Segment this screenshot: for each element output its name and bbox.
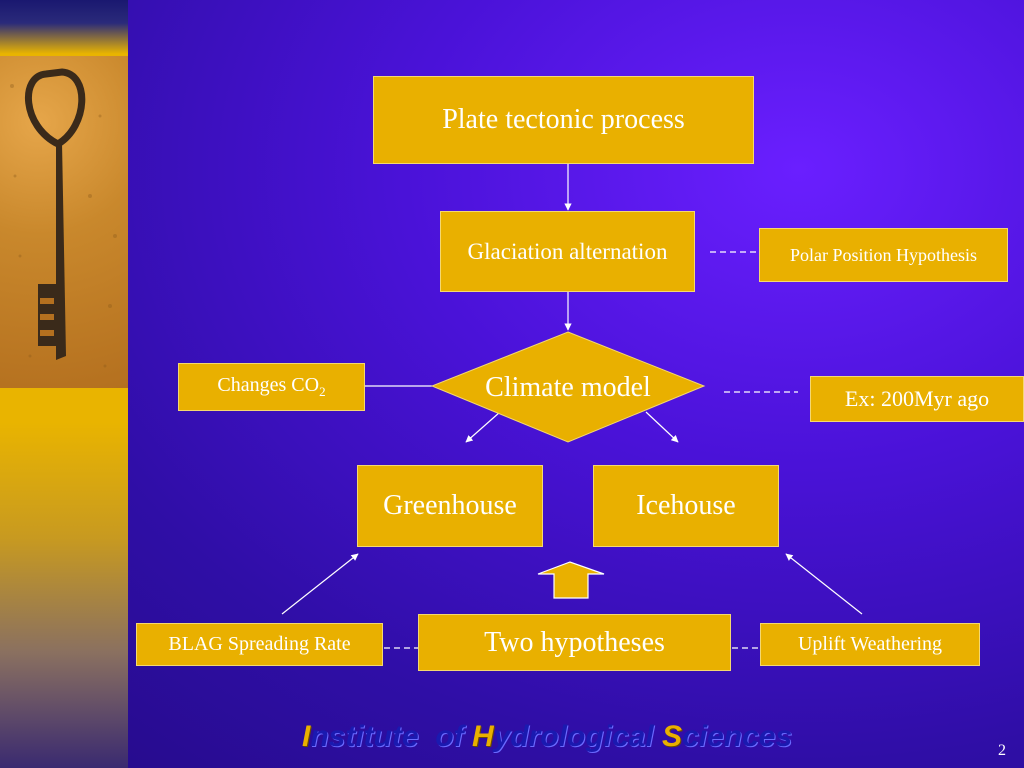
climate-model-diamond xyxy=(430,331,706,443)
node-label: Plate tectonic process xyxy=(442,104,685,135)
edge-blag-greenhouse xyxy=(281,553,359,615)
footer-word: ciences xyxy=(682,720,793,753)
node-label: BLAG Spreading Rate xyxy=(168,633,351,655)
node-glaciation-alternation: Glaciation alternation xyxy=(440,211,695,292)
node-plate-tectonic-process: Plate tectonic process xyxy=(373,76,754,164)
node-label: Glaciation alternation xyxy=(467,238,668,264)
node-label: Ex: 200Myr ago xyxy=(844,386,990,411)
page-number: 2 xyxy=(998,742,1006,759)
key-photo xyxy=(0,56,128,388)
arrow-up-icon xyxy=(537,561,605,599)
co2-subscript: 2 xyxy=(319,384,326,399)
node-polar-position-hypothesis: Polar Position Hypothesis xyxy=(759,228,1008,282)
footer-initial: I xyxy=(302,720,311,753)
node-label: Climate model xyxy=(485,372,651,403)
footer-word: nstitute of xyxy=(310,720,472,753)
footer-institute-name: Institute of Hydrological Sciences xyxy=(302,720,962,760)
node-label: Changes CO2 xyxy=(217,374,325,400)
node-label: Two hypotheses xyxy=(484,626,665,658)
node-ex-200myr-ago: Ex: 200Myr ago xyxy=(810,376,1024,422)
node-label: Uplift Weathering xyxy=(797,633,943,655)
node-uplift-weathering: Uplift Weathering xyxy=(760,623,980,666)
co2-text: Changes CO xyxy=(217,374,320,396)
node-greenhouse: Greenhouse xyxy=(357,465,543,547)
node-label: Greenhouse xyxy=(383,490,517,521)
edge-uplift-icehouse xyxy=(785,553,863,615)
node-label: Icehouse xyxy=(636,490,736,521)
edge-climate-icehouse xyxy=(645,411,679,443)
node-climate-model-label: Climate model xyxy=(432,366,704,410)
footer-initial: H xyxy=(472,720,494,753)
node-label: Polar Position Hypothesis xyxy=(789,244,977,265)
edge-climate-greenhouse xyxy=(465,411,501,443)
node-icehouse: Icehouse xyxy=(593,465,779,547)
footer-word: ydrological xyxy=(493,720,663,753)
node-two-hypotheses: Two hypotheses xyxy=(418,614,731,671)
node-blag-spreading-rate: BLAG Spreading Rate xyxy=(136,623,383,666)
iron-key-icon xyxy=(10,68,117,368)
node-changes-co2: Changes CO2 xyxy=(178,363,365,411)
sidebar xyxy=(0,0,128,768)
footer-initial: S xyxy=(662,720,683,753)
